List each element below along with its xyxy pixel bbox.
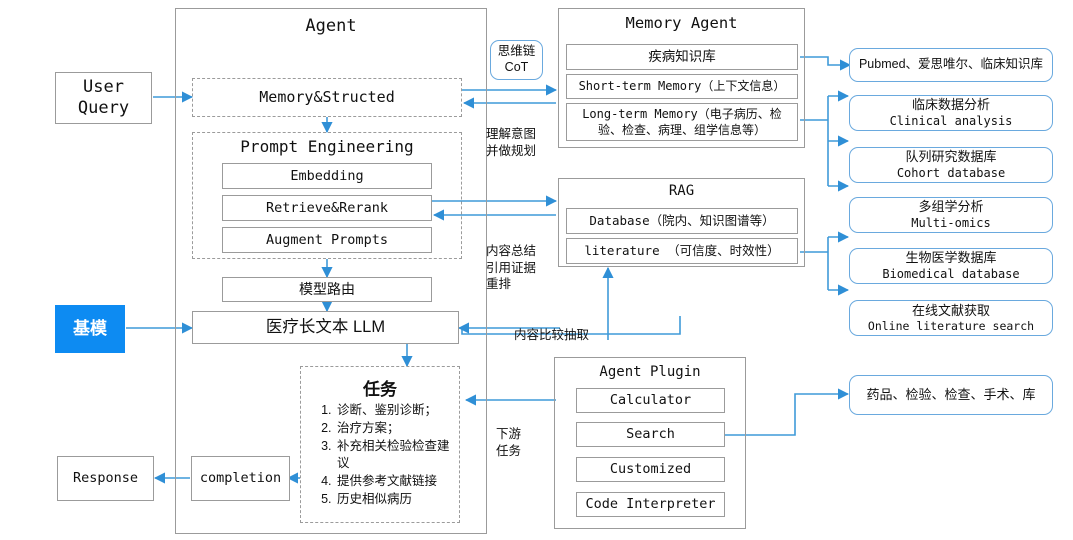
augment-prompts-label: Augment Prompts bbox=[266, 231, 388, 248]
right-box-multi-omics[interactable]: 多组学分析 Multi-omics bbox=[849, 197, 1053, 233]
task-box[interactable]: 任务 诊断、鉴别诊断； 治疗方案； 补充相关检验检查建议 提供参考文献链接 历史… bbox=[300, 366, 460, 523]
right-box-cn-label: 在线文献获取 bbox=[911, 302, 990, 318]
agent-plugin-container bbox=[554, 357, 746, 529]
rag-item-label: literature （可信度、时效性） bbox=[584, 243, 780, 259]
right-box-biomedical-database[interactable]: 生物医学数据库 Biomedical database bbox=[849, 248, 1053, 284]
prompt-engineering-container bbox=[192, 132, 462, 259]
right-box-en-label: Online literature search bbox=[867, 318, 1035, 333]
model-router-box[interactable]: 模型路由 bbox=[222, 277, 432, 302]
task-item: 提供参考文献链接 bbox=[335, 473, 459, 491]
plugin-label: Customized bbox=[609, 461, 692, 478]
right-box-clinical-analysis[interactable]: 临床数据分析 Clinical analysis bbox=[849, 95, 1053, 131]
right-box-en-label: Biomedical database bbox=[882, 266, 1020, 281]
cot-badge: 思维链 CoT bbox=[490, 40, 543, 80]
summarize-label: 内容总结 引用证据 重排 bbox=[486, 244, 537, 291]
base-model-box[interactable]: 基模 bbox=[55, 305, 125, 353]
right-box-en-label: Multi-omics bbox=[911, 215, 991, 230]
memory-item-label: Long-term Memory（电子病历、检验、检查、病理、组学信息等） bbox=[582, 106, 782, 137]
user-query-box[interactable]: User Query bbox=[55, 72, 152, 124]
rag-item-database[interactable]: Database（院内、知识图谱等） bbox=[566, 208, 798, 234]
llm-label: 医疗长文本 LLM bbox=[265, 318, 386, 337]
plugin-label: Calculator bbox=[609, 392, 692, 409]
task-item-list: 诊断、鉴别诊断； 治疗方案； 补充相关检验检查建议 提供参考文献链接 历史相似病… bbox=[311, 402, 459, 509]
right-box-cn-label: 多组学分析 bbox=[918, 199, 984, 215]
response-label: Response bbox=[72, 470, 139, 487]
task-item: 诊断、鉴别诊断； bbox=[335, 402, 459, 420]
agent-plugin-title: Agent Plugin bbox=[599, 364, 701, 380]
retrieve-rerank-box[interactable]: Retrieve&Rerank bbox=[222, 195, 432, 221]
right-box-cn-label: 队列研究数据库 bbox=[905, 149, 997, 165]
memory-item-disease-kb[interactable]: 疾病知识库 bbox=[566, 44, 798, 70]
base-model-label: 基模 bbox=[73, 319, 107, 339]
memory-item-short-term[interactable]: Short-term Memory（上下文信息） bbox=[566, 74, 798, 99]
right-box-online-literature[interactable]: 在线文献获取 Online literature search bbox=[849, 300, 1053, 336]
llm-box[interactable]: 医疗长文本 LLM bbox=[192, 311, 459, 344]
agent-container bbox=[175, 8, 487, 534]
memory-item-label: Short-term Memory（上下文信息） bbox=[578, 79, 786, 93]
plugin-label: Code Interpreter bbox=[585, 496, 716, 513]
augment-prompts-box[interactable]: Augment Prompts bbox=[222, 227, 432, 253]
task-item: 治疗方案； bbox=[335, 420, 459, 438]
rag-container bbox=[558, 178, 805, 267]
task-item: 历史相似病历 bbox=[335, 491, 459, 509]
right-box-cn-label: 药品、检验、检查、手术、库 bbox=[866, 387, 1036, 403]
understand-intent-label: 理解意图 并做规划 bbox=[486, 127, 537, 158]
task-title: 任务 bbox=[363, 380, 397, 399]
right-box-cn-label: Pubmed、爱思唯尔、临床知识库 bbox=[858, 57, 1044, 72]
rag-title: RAG bbox=[668, 183, 695, 199]
memory-structed-box[interactable]: Memory&Structed bbox=[192, 78, 462, 117]
completion-label: completion bbox=[199, 470, 282, 487]
right-box-cn-label: 临床数据分析 bbox=[911, 97, 990, 113]
prompt-engineering-title: Prompt Engineering bbox=[240, 137, 414, 156]
retrieve-rerank-label: Retrieve&Rerank bbox=[266, 199, 388, 216]
memory-item-label: 疾病知识库 bbox=[648, 48, 716, 64]
response-box[interactable]: Response bbox=[57, 456, 154, 501]
compare-extract-label: 内容比较抽取 bbox=[514, 328, 590, 343]
right-box-pubmed[interactable]: Pubmed、爱思唯尔、临床知识库 bbox=[849, 48, 1053, 82]
completion-box[interactable]: completion bbox=[191, 456, 290, 501]
model-router-label: 模型路由 bbox=[299, 280, 355, 297]
right-box-en-label: Cohort database bbox=[896, 165, 1006, 180]
embedding-label: Embedding bbox=[290, 167, 364, 184]
plugin-search[interactable]: Search bbox=[576, 422, 725, 447]
right-box-cn-label: 生物医学数据库 bbox=[905, 250, 997, 266]
memory-agent-container bbox=[558, 8, 805, 148]
right-box-drug-exam-surgery[interactable]: 药品、检验、检查、手术、库 bbox=[849, 375, 1053, 415]
embedding-box[interactable]: Embedding bbox=[222, 163, 432, 189]
right-box-en-label: Clinical analysis bbox=[889, 113, 1013, 128]
memory-structed-label: Memory&Structed bbox=[259, 88, 395, 107]
plugin-customized[interactable]: Customized bbox=[576, 457, 725, 482]
cot-label: 思维链 CoT bbox=[497, 44, 536, 74]
rag-item-label: Database（院内、知识图谱等） bbox=[589, 213, 775, 229]
plugin-label: Search bbox=[626, 426, 675, 443]
task-item: 补充相关检验检查建议 bbox=[335, 438, 459, 474]
plugin-code-interpreter[interactable]: Code Interpreter bbox=[576, 492, 725, 517]
right-box-cohort-database[interactable]: 队列研究数据库 Cohort database bbox=[849, 147, 1053, 183]
plugin-calculator[interactable]: Calculator bbox=[576, 388, 725, 413]
rag-item-literature[interactable]: literature （可信度、时效性） bbox=[566, 238, 798, 264]
downstream-label: 下游 任务 bbox=[496, 427, 522, 458]
memory-agent-title: Memory Agent bbox=[625, 14, 738, 32]
user-query-label: User Query bbox=[77, 76, 130, 118]
agent-title: Agent bbox=[305, 16, 357, 36]
memory-item-long-term[interactable]: Long-term Memory（电子病历、检验、检查、病理、组学信息等） bbox=[566, 103, 798, 141]
